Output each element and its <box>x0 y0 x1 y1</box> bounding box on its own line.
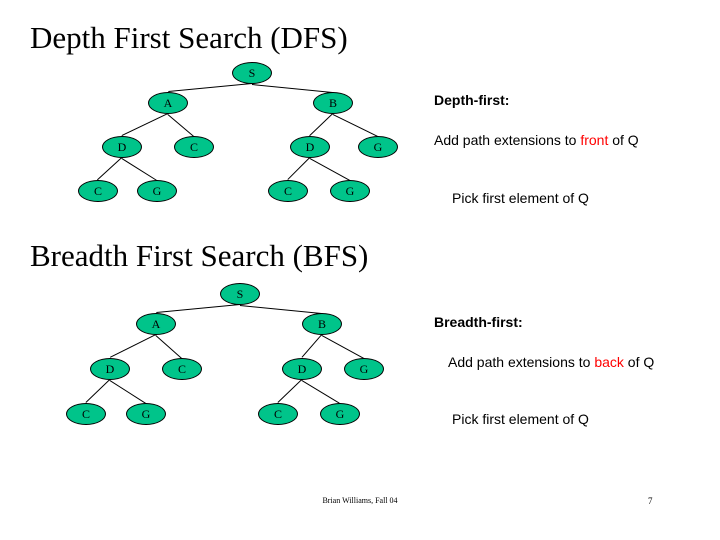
tree-node: S <box>220 283 260 305</box>
tree-node-label: D <box>297 362 307 376</box>
tree-node-label: C <box>93 184 102 198</box>
tree-edge <box>121 113 168 136</box>
tree-node: G <box>358 136 398 158</box>
tree-edge <box>332 114 378 137</box>
tree-node: D <box>90 358 130 380</box>
bfs-line1-pre: Add path extensions to <box>448 354 595 370</box>
tree-node: D <box>282 358 322 380</box>
dfs-notes-heading: Depth-first: <box>434 92 510 108</box>
bfs-notes-line1: Add path extensions to back of Q <box>448 352 688 372</box>
tree-edge <box>287 157 310 180</box>
tree-edge <box>301 380 340 404</box>
tree-node: B <box>302 313 342 335</box>
tree-edge <box>251 84 333 93</box>
tree-node-label: C <box>283 184 292 198</box>
tree-edge <box>109 334 156 358</box>
dfs-line1-pre: Add path extensions to <box>434 132 581 148</box>
tree-node: A <box>136 313 176 335</box>
tree-edge <box>167 83 252 92</box>
tree-edge <box>239 305 322 314</box>
tree-node: G <box>137 180 177 202</box>
tree-node: C <box>78 180 118 202</box>
tree-node-label: A <box>163 96 173 110</box>
tree-edge <box>167 114 194 137</box>
bfs-line1-accent: back <box>594 354 624 370</box>
tree-node: C <box>268 180 308 202</box>
tree-node: C <box>258 403 298 425</box>
tree-edge <box>321 335 364 359</box>
tree-node: G <box>126 403 166 425</box>
tree-node-label: D <box>105 362 115 376</box>
tree-edge <box>309 113 333 136</box>
tree-node-label: G <box>345 184 355 198</box>
tree-node: D <box>290 136 330 158</box>
dfs-notes-line1: Add path extensions to front of Q <box>434 130 674 150</box>
tree-node-label: G <box>152 184 162 198</box>
dfs-notes-line2: Pick first element of Q <box>452 190 589 206</box>
bfs-notes-heading: Breadth-first: <box>434 314 523 330</box>
tree-node: C <box>174 136 214 158</box>
tree-edge <box>85 379 110 403</box>
tree-node-label: D <box>117 140 127 154</box>
tree-node: C <box>66 403 106 425</box>
tree-node-label: S <box>248 66 256 80</box>
footer-credit: Brian Williams, Fall 04 <box>322 496 398 505</box>
tree-node-label: C <box>81 407 90 421</box>
tree-edge <box>97 157 122 180</box>
tree-node: C <box>162 358 202 380</box>
tree-node: G <box>330 180 370 202</box>
tree-node-label: A <box>151 317 161 331</box>
tree-node-label: D <box>305 140 315 154</box>
tree-node: D <box>102 136 142 158</box>
tree-edge <box>155 304 240 313</box>
tree-node-label: B <box>317 317 326 331</box>
dfs-line1-post: of Q <box>608 132 639 148</box>
tree-node-label: G <box>141 407 151 421</box>
tree-node-label: G <box>359 362 369 376</box>
tree-node-label: C <box>189 140 198 154</box>
footer-page-number: 7 <box>648 496 653 506</box>
tree-edge <box>309 158 350 181</box>
tree-node-label: G <box>373 140 383 154</box>
tree-edge <box>121 158 157 181</box>
tree-edge <box>155 335 182 359</box>
tree-edge <box>301 334 322 358</box>
tree-edge <box>277 379 302 403</box>
tree-node: B <box>313 92 353 114</box>
tree-node: S <box>232 62 272 84</box>
tree-node: G <box>344 358 384 380</box>
page-title-dfs: Depth First Search (DFS) <box>30 20 348 55</box>
tree-node-label: C <box>177 362 186 376</box>
bfs-line1-post: of Q <box>623 354 655 370</box>
tree-node-label: C <box>273 407 282 421</box>
dfs-line1-accent: front <box>580 132 609 148</box>
tree-node: G <box>320 403 360 425</box>
tree-node: A <box>148 92 188 114</box>
tree-edge <box>109 380 146 404</box>
page-title-bfs: Breadth First Search (BFS) <box>30 238 369 273</box>
bfs-notes-line2: Pick first element of Q <box>452 411 589 427</box>
tree-node-label: S <box>236 287 244 301</box>
tree-node-label: B <box>328 96 337 110</box>
tree-node-label: G <box>335 407 345 421</box>
